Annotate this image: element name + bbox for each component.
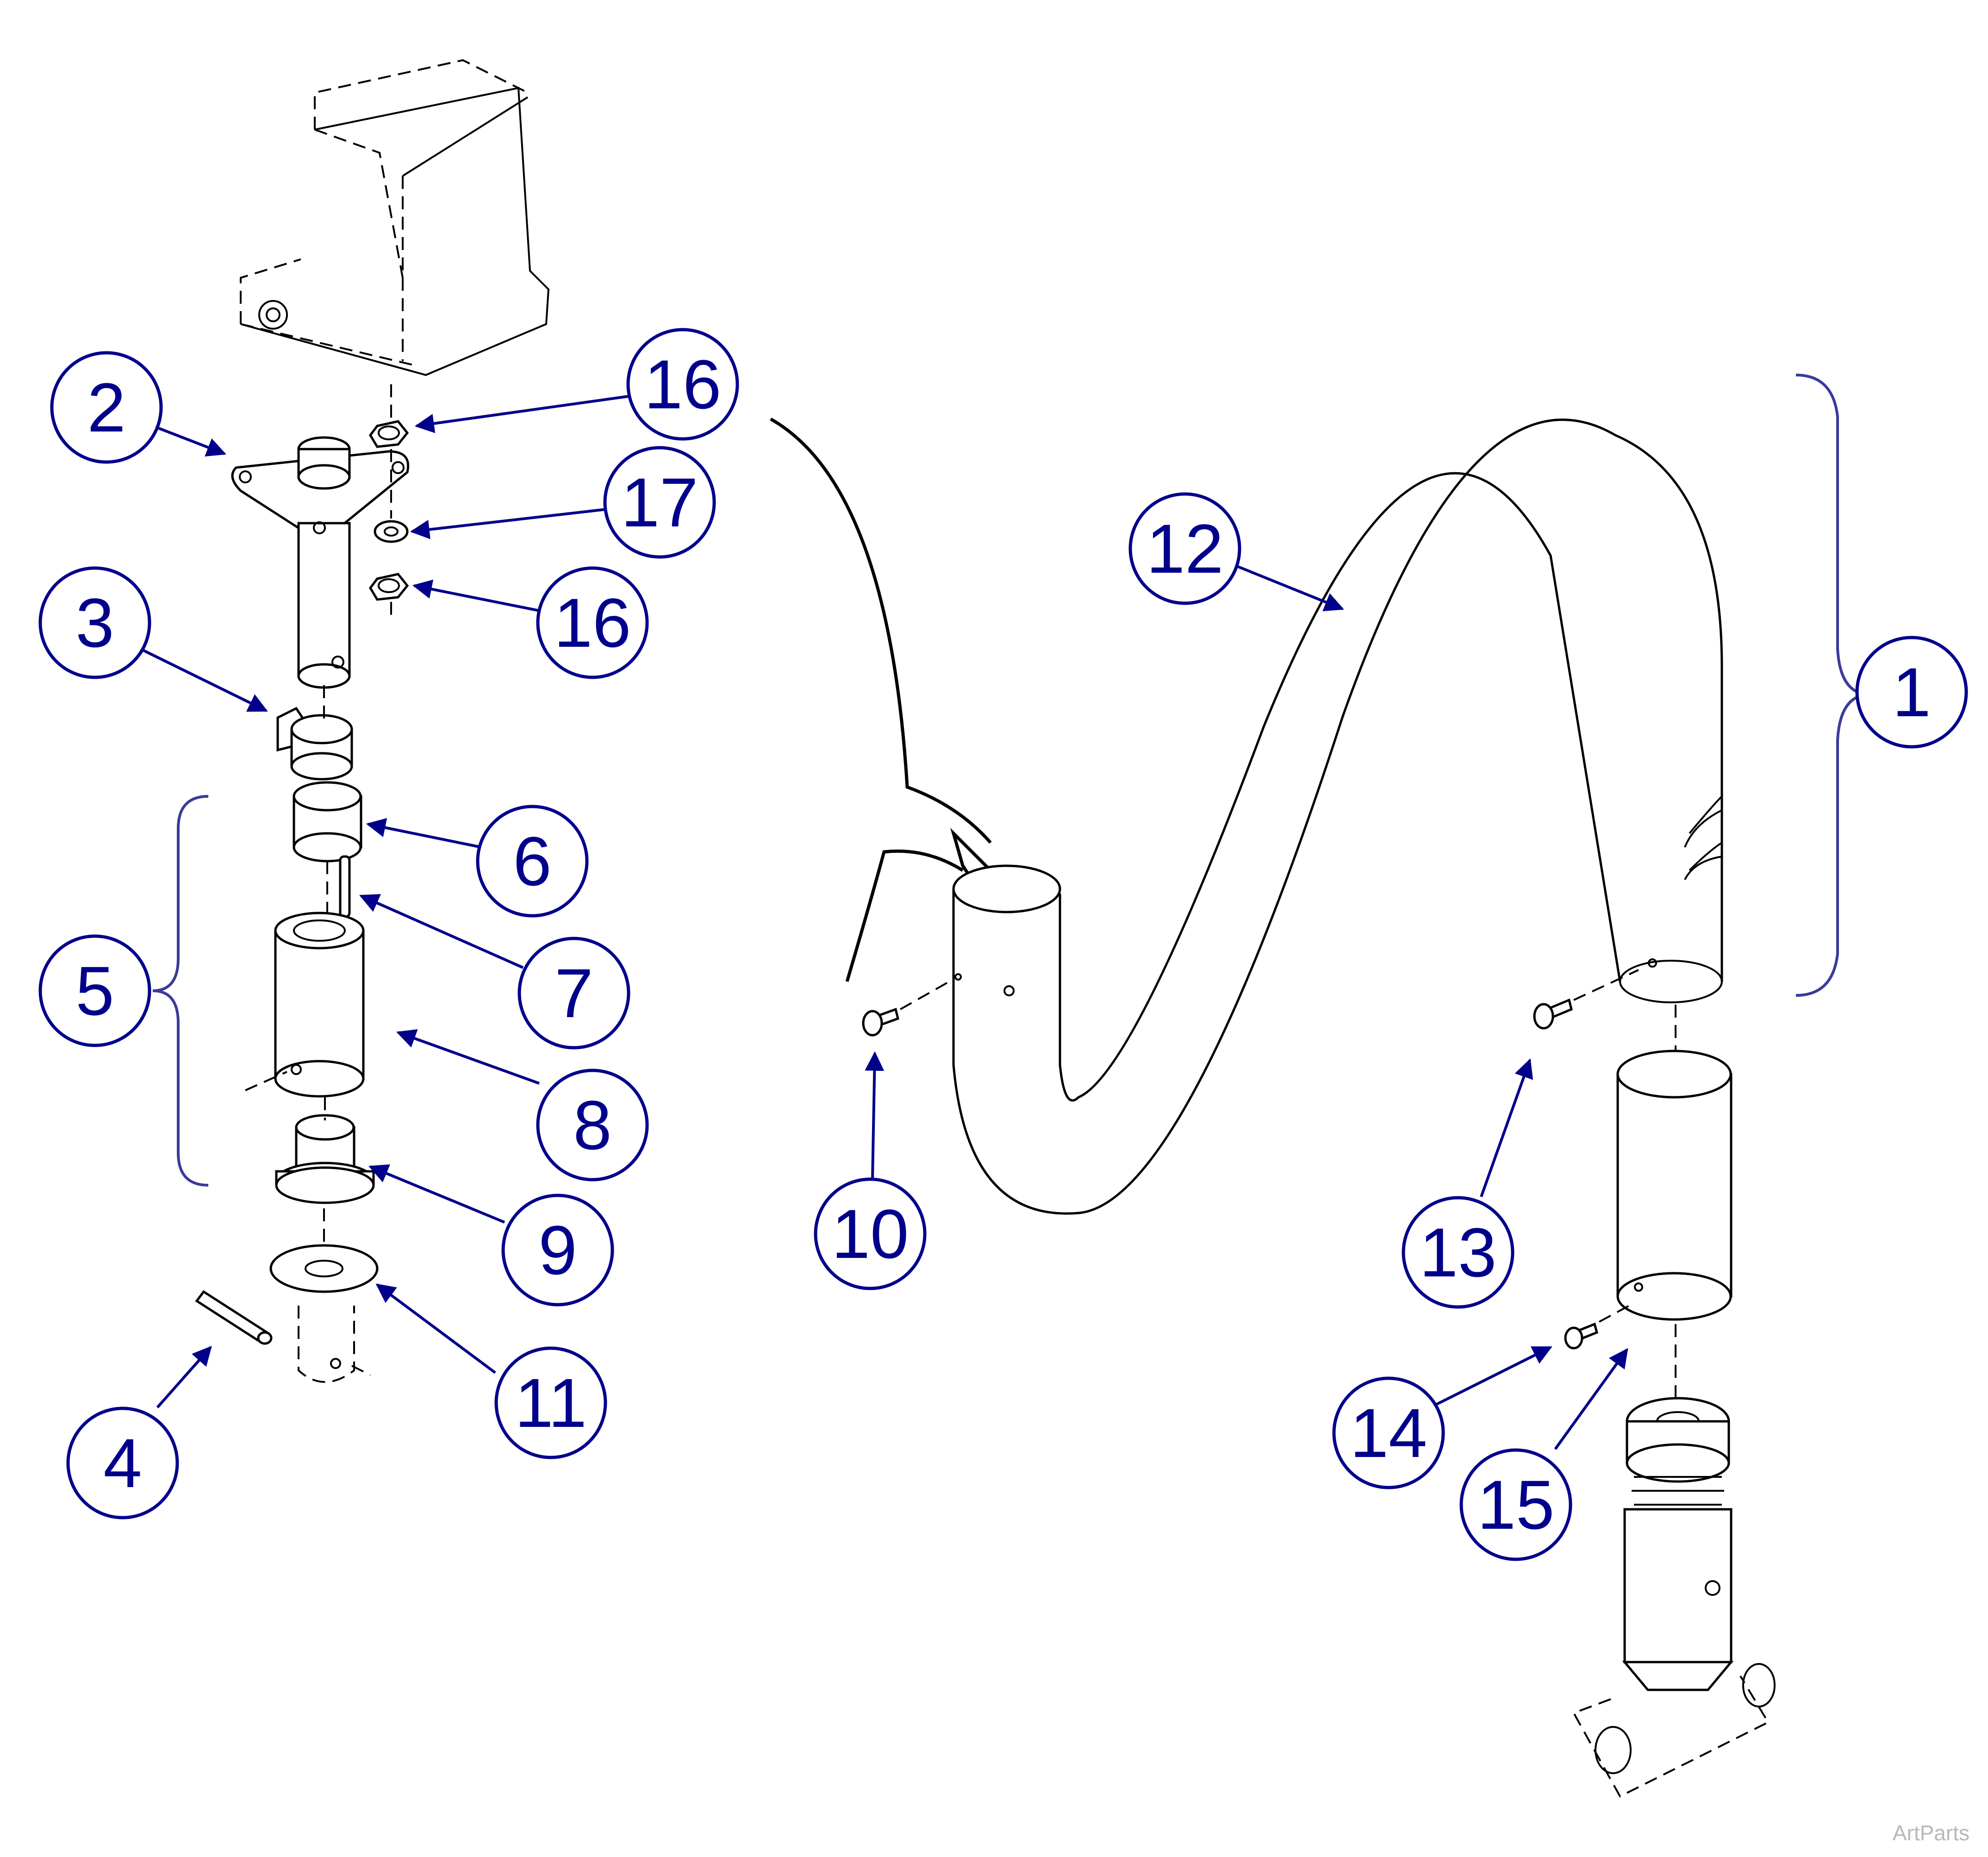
callout-17: 17 (603, 446, 716, 559)
bushing-upper (293, 781, 362, 921)
callout-10-label: 10 (832, 1195, 909, 1273)
callout-3: 3 (38, 566, 151, 679)
leader-13 (1480, 1058, 1533, 1198)
callout-2: 2 (50, 351, 163, 464)
callout-5: 5 (38, 934, 151, 1047)
callout-13-label: 13 (1420, 1213, 1497, 1291)
callout-9: 9 (501, 1194, 614, 1307)
callout-8: 8 (536, 1069, 649, 1182)
callout-1-label: 1 (1892, 653, 1931, 731)
screw-14 (1564, 1305, 1630, 1350)
nut-lower (368, 573, 409, 620)
nut-upper (368, 384, 409, 448)
callout-17-label: 17 (621, 463, 698, 541)
callout-4: 4 (66, 1407, 179, 1519)
leader-7 (359, 894, 524, 969)
brace-group-5 (152, 795, 209, 1187)
swivel-fitting (1572, 1397, 1776, 1798)
callout-4-label: 4 (103, 1424, 142, 1502)
leader-14 (1434, 1346, 1552, 1407)
callout-15: 15 (1459, 1448, 1572, 1561)
roll-pin (195, 1290, 273, 1345)
leader-16a (414, 394, 632, 433)
callout-7-label: 7 (555, 954, 593, 1032)
shaft-end-phantom (298, 1306, 371, 1383)
bracket-shaft-part (231, 436, 410, 689)
leader-11 (375, 1283, 496, 1374)
leader-16b (412, 579, 542, 613)
washer (374, 449, 409, 543)
callout-12-label: 12 (1147, 510, 1224, 588)
callout-6: 6 (476, 805, 589, 918)
callout-5-label: 5 (75, 952, 114, 1030)
flat-washer (269, 1208, 379, 1293)
curved-arm-tube (952, 419, 1723, 1215)
flanged-bushing (275, 1097, 375, 1204)
screw-13 (1533, 969, 1639, 1030)
leader-4 (156, 1345, 212, 1408)
leader-2 (152, 425, 226, 456)
watermark: ArtParts (1892, 1821, 1969, 1845)
callout-16-upper: 16 (626, 328, 739, 441)
clamp-collar (276, 685, 353, 781)
callout-14: 14 (1332, 1376, 1445, 1489)
callout-16-lower-label: 16 (554, 584, 631, 662)
callout-3-label: 3 (75, 584, 114, 662)
pin-vertical (339, 855, 351, 918)
callout-11-label: 11 (515, 1364, 587, 1442)
leader-10 (865, 1051, 885, 1179)
leader-8 (396, 1029, 540, 1085)
callout-7: 7 (517, 937, 630, 1050)
callout-1: 1 (1855, 636, 1968, 749)
callout-10: 10 (814, 1177, 927, 1290)
leader-9 (368, 1164, 505, 1224)
callout-2-label: 2 (87, 369, 125, 446)
screw-10 (862, 978, 954, 1037)
callout-15-label: 15 (1477, 1466, 1555, 1544)
callout-9-label: 9 (538, 1211, 577, 1289)
leader-17 (410, 508, 607, 539)
leader-3 (138, 647, 268, 712)
leader-12 (1233, 563, 1344, 612)
callout-16-upper-label: 16 (644, 345, 722, 423)
callout-6-label: 6 (513, 822, 551, 900)
mounting-housing (240, 59, 550, 376)
callout-16-lower: 16 (536, 566, 649, 679)
leader-6 (366, 818, 482, 849)
callout-14-label: 14 (1350, 1394, 1427, 1472)
callout-12: 12 (1128, 492, 1241, 605)
callout-13: 13 (1402, 1196, 1514, 1309)
callout-11: 11 (494, 1346, 607, 1459)
lower-tube (1616, 1005, 1732, 1398)
sleeve (245, 912, 365, 1098)
leader-15 (1554, 1348, 1628, 1450)
callout-8-label: 8 (573, 1086, 611, 1164)
